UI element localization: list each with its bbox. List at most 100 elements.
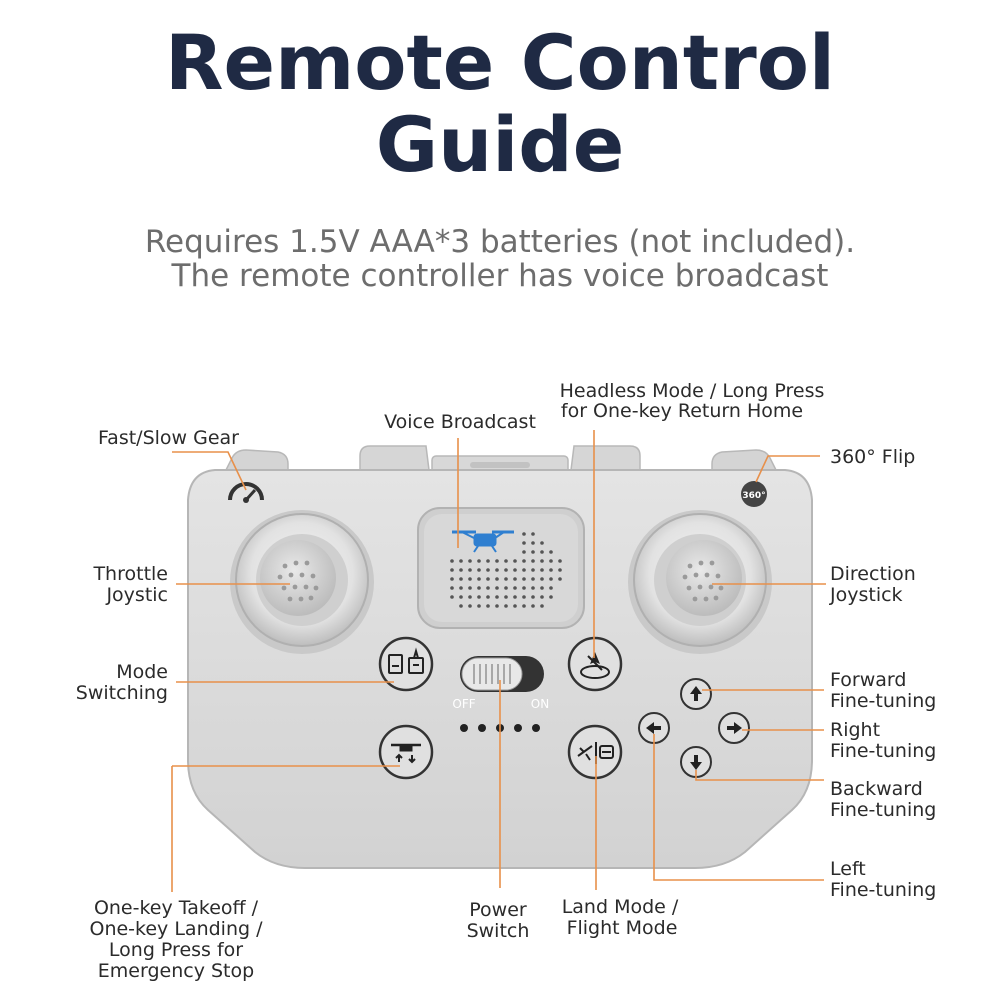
flip-badge-text: 360° xyxy=(742,491,765,501)
label-direction-line-1: Direction xyxy=(830,563,916,585)
speaker-hole xyxy=(531,550,535,554)
label-forward-line-1: Forward xyxy=(830,669,906,691)
speaker-hole xyxy=(495,586,499,590)
callout-left xyxy=(653,734,824,881)
speaker-hole xyxy=(549,568,553,572)
land-flight-mode-button[interactable] xyxy=(567,724,623,780)
label-headless-line-1: Headless Mode / Long Press xyxy=(560,380,825,402)
speaker-hole xyxy=(468,586,472,590)
switch-off-label: OFF xyxy=(452,697,475,711)
speaker-hole xyxy=(540,604,544,608)
speaker-hole xyxy=(513,586,517,590)
speaker-hole xyxy=(468,559,472,563)
arrow-down-icon xyxy=(690,755,702,770)
speaker-hole xyxy=(531,577,535,581)
speaker-hole xyxy=(486,586,490,590)
speaker-hole xyxy=(540,541,544,545)
callout-backward xyxy=(695,770,824,781)
switch-on-label: ON xyxy=(531,697,549,711)
speaker-hole xyxy=(450,586,454,590)
speaker-hole xyxy=(522,595,526,599)
speaker-grille xyxy=(450,532,562,608)
speaker-hole xyxy=(495,595,499,599)
label-left-line-1: Left xyxy=(830,858,866,880)
speaker-hole xyxy=(450,595,454,599)
speaker-hole xyxy=(522,604,526,608)
mode-switch-icon xyxy=(388,647,424,674)
speaker-hole xyxy=(504,568,508,572)
speaker-hole xyxy=(540,595,544,599)
speaker-hole xyxy=(513,604,517,608)
speaker-hole xyxy=(522,541,526,545)
speaker-hole xyxy=(477,568,481,572)
speaker-hole xyxy=(531,559,535,563)
speaker-hole xyxy=(513,595,517,599)
speaker-hole xyxy=(522,568,526,572)
speaker-hole xyxy=(450,568,454,572)
label-takeoff-line-1: One-key Takeoff / xyxy=(94,897,259,919)
speaker-hole xyxy=(531,604,535,608)
trim-up-button[interactable] xyxy=(680,678,712,710)
speaker-hole xyxy=(495,577,499,581)
label-throttle-line-1: Throttle xyxy=(92,563,168,585)
speaker-hole xyxy=(459,595,463,599)
callout-fast-slow xyxy=(172,451,247,491)
takeoff-landing-button[interactable] xyxy=(378,724,434,780)
direction-joystick[interactable] xyxy=(628,510,772,654)
speaker-hole xyxy=(504,586,508,590)
speaker-hole xyxy=(549,559,553,563)
trim-right-button[interactable] xyxy=(718,712,750,744)
label-throttle-line-2: Joystic xyxy=(105,584,168,606)
speaker-hole xyxy=(504,604,508,608)
power-switch[interactable]: OFF ON xyxy=(452,656,549,711)
speaker-hole xyxy=(540,586,544,590)
speaker-hole xyxy=(459,559,463,563)
speaker-hole xyxy=(504,559,508,563)
headless-icon xyxy=(580,652,610,679)
speaker-hole xyxy=(486,577,490,581)
speaker-hole xyxy=(531,568,535,572)
speaker-panel xyxy=(417,507,585,629)
speedometer-icon xyxy=(228,482,264,503)
speaker-hole xyxy=(486,595,490,599)
flip-360-icon: 360° xyxy=(741,481,767,507)
headless-mode-button[interactable] xyxy=(567,636,623,692)
speaker-hole xyxy=(486,604,490,608)
speaker-hole xyxy=(495,559,499,563)
label-right-line-1: Right xyxy=(830,719,880,741)
speaker-hole xyxy=(531,541,535,545)
speaker-hole xyxy=(549,550,553,554)
speaker-hole xyxy=(558,577,562,581)
speaker-hole xyxy=(477,604,481,608)
label-360-flip: 360° Flip xyxy=(830,446,915,468)
speaker-hole xyxy=(450,577,454,581)
speaker-hole xyxy=(459,604,463,608)
speaker-hole xyxy=(549,577,553,581)
label-left-line-2: Fine-tuning xyxy=(830,879,936,901)
speaker-hole xyxy=(540,577,544,581)
speaker-hole xyxy=(522,559,526,563)
speaker-hole xyxy=(504,577,508,581)
drone-icon xyxy=(452,530,514,553)
label-takeoff-line-4: Emergency Stop xyxy=(98,960,254,982)
speaker-hole xyxy=(477,577,481,581)
speaker-hole xyxy=(522,577,526,581)
label-takeoff-line-2: One-key Landing / xyxy=(90,918,264,940)
throttle-joystick[interactable] xyxy=(230,510,374,654)
label-fast-slow-gear: Fast/Slow Gear xyxy=(98,427,239,449)
label-mode-line-2: Switching xyxy=(76,682,168,704)
speaker-hole xyxy=(477,559,481,563)
switch-grip xyxy=(473,664,511,684)
throttle-grip-dots xyxy=(277,560,319,602)
speaker-hole xyxy=(486,559,490,563)
label-backward-line-2: Fine-tuning xyxy=(830,799,936,821)
speaker-hole xyxy=(549,586,553,590)
land-flight-icon xyxy=(577,742,614,764)
mode-switch-button[interactable] xyxy=(378,636,434,692)
speaker-hole xyxy=(540,550,544,554)
label-land-line-2: Flight Mode xyxy=(567,917,678,939)
subtitle-line-2: The remote controller has voice broadcas… xyxy=(171,258,829,294)
speaker-hole xyxy=(540,559,544,563)
speaker-hole xyxy=(531,595,535,599)
